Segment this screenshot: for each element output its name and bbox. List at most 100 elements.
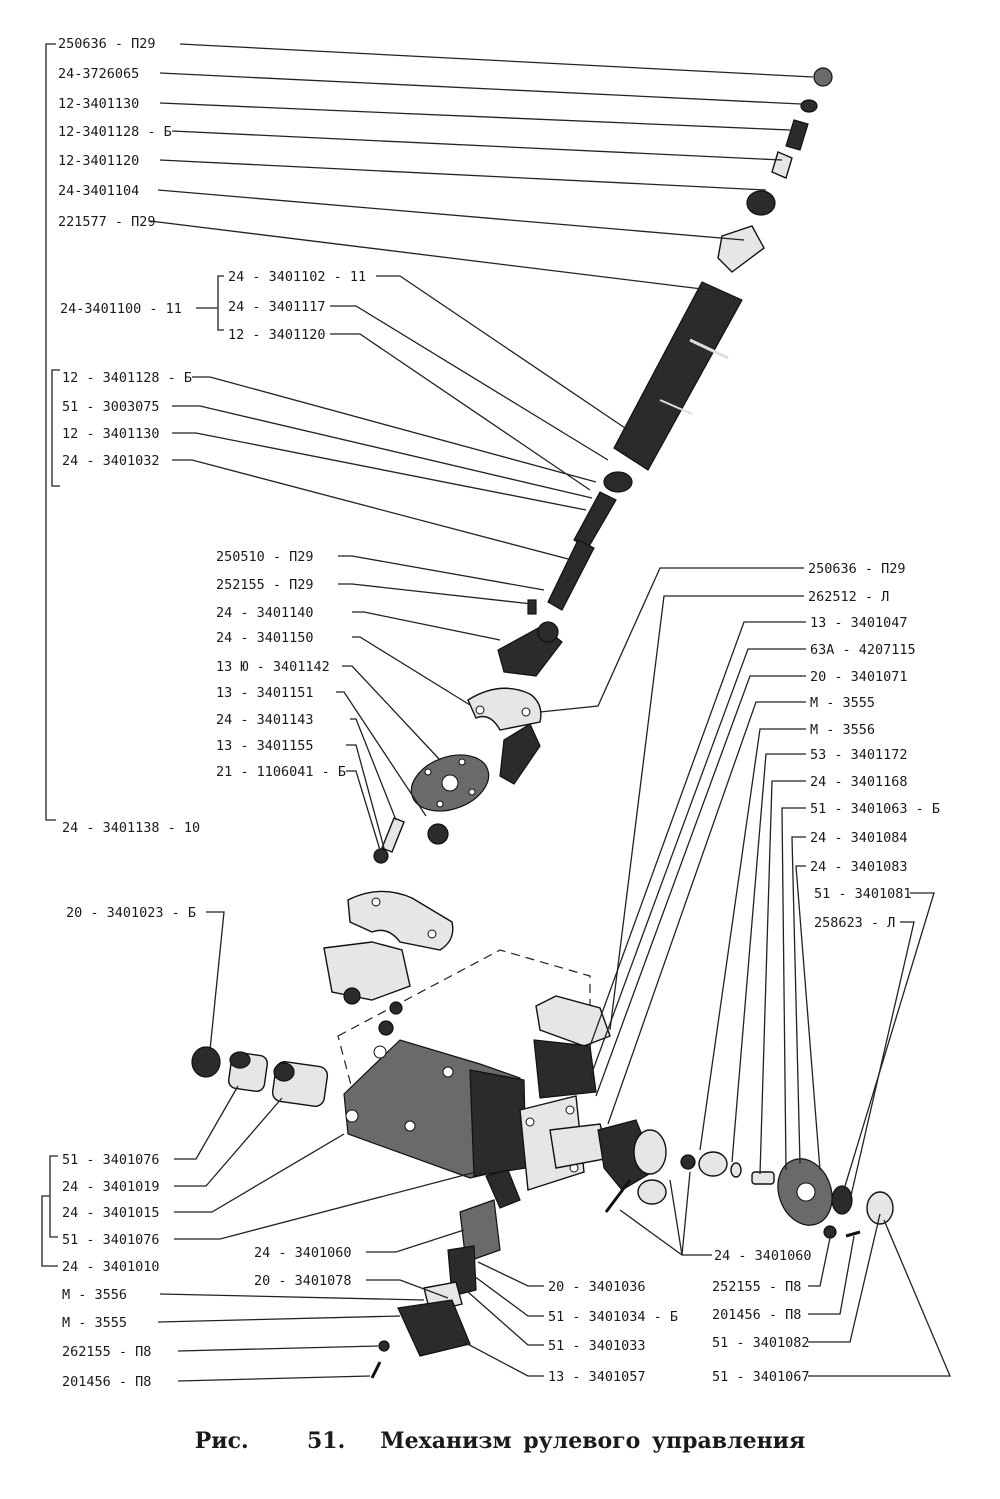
label-24-3401019: 24 - 3401019 [62, 1179, 160, 1195]
bushing-small-part [191, 1046, 221, 1078]
label-258623-l: 258623 - Л [814, 915, 895, 931]
label-13-3401151: 13 - 3401151 [216, 685, 314, 701]
label-24-3401032: 24 - 3401032 [62, 453, 160, 469]
label-53-3401172: 53 - 3401172 [810, 747, 908, 763]
label-51-3401081: 51 - 3401081 [814, 886, 912, 902]
label-201456-p8-right: 201456 - П8 [712, 1307, 801, 1323]
steering-shaft [547, 281, 743, 611]
label-21-1106041-b: 21 - 1106041 - Б [216, 764, 346, 780]
bearing-part [785, 119, 809, 151]
label-24-3401104: 24-3401104 [58, 183, 139, 199]
bolt-part [527, 599, 537, 615]
label-column-assembly: 24 - 3401138 - 10 [62, 820, 200, 836]
label-24-3401150: 24 - 3401150 [216, 630, 314, 646]
label-12-3401130: 12-3401130 [58, 96, 139, 112]
label-12-3401128-b-lower: 12 - 3401128 - Б [62, 370, 192, 386]
top-bearing-part [533, 1039, 597, 1099]
labels-lower-shaft: 12 - 3401128 - Б 51 - 3003075 12 - 34011… [62, 370, 192, 469]
label-24-3401060-right: 24 - 3401060 [714, 1248, 812, 1264]
sector-shaft-parts [370, 1169, 521, 1379]
label-12-3401128-b: 12-3401128 - Б [58, 124, 172, 140]
label-252155-p29: 252155 - П29 [216, 577, 314, 593]
labels-bottom-right: 24 - 3401060 252155 - П8 201456 - П8 51 … [712, 1248, 812, 1385]
label-51-3401076-a: 51 - 3401076 [62, 1152, 160, 1168]
figure-title: Механизм рулевого управления [380, 1428, 806, 1454]
figure-prefix: Рис. [194, 1428, 249, 1454]
label-250636-p29: 250636 - П29 [58, 36, 156, 52]
label-51-3401033: 51 - 3401033 [548, 1338, 646, 1354]
label-51-3401063-b: 51 - 3401063 - Б [810, 801, 940, 817]
label-m-3555-right: М - 3555 [810, 695, 875, 711]
label-shaft-group: 24-3401100 - 11 [60, 301, 182, 317]
label-12-3401120-sub: 12 - 3401120 [228, 327, 326, 343]
labels-joint-group: 250510 - П29 252155 - П29 24 - 3401140 2… [216, 549, 346, 780]
label-24-3401168: 24 - 3401168 [810, 774, 908, 790]
label-13yu-3401142: 13 Ю - 3401142 [216, 659, 330, 675]
label-262155-p8: 262155 - П8 [62, 1344, 151, 1360]
label-51-3401034-b: 51 - 3401034 - Б [548, 1309, 678, 1325]
figure-caption: Рис. 51. Механизм рулевого управления [0, 1428, 1000, 1454]
label-m-3556-right: М - 3556 [810, 722, 875, 738]
label-24-3401015: 24 - 3401015 [62, 1205, 160, 1221]
label-221577-p29: 221577 - П29 [58, 214, 156, 230]
label-250510-p29: 250510 - П29 [216, 549, 314, 565]
label-20-3401071: 20 - 3401071 [810, 669, 908, 685]
bushings [191, 1046, 329, 1107]
label-24-3401140: 24 - 3401140 [216, 605, 314, 621]
labels-bottom-center: 24 - 3401060 20 - 3401078 [254, 1245, 352, 1289]
shaft-spline-part [573, 491, 617, 549]
label-51-3003075: 51 - 3003075 [62, 399, 160, 415]
gear-bearing-part [637, 1179, 667, 1205]
label-m-3555-left: М - 3555 [62, 1315, 127, 1331]
cross-part [499, 723, 541, 785]
top-cover-part [535, 995, 611, 1047]
housing-cover-part [347, 890, 454, 951]
labels-upper-column: 250636 - П29 24-3726065 12-3401130 12-34… [58, 36, 172, 230]
label-63a-4207115: 63А - 4207115 [810, 642, 916, 658]
shaft-tube-part [613, 281, 743, 471]
label-201456-p8-left: 201456 - П8 [62, 1374, 151, 1390]
bracket-part [323, 941, 411, 1001]
shaft-ring-part [603, 471, 633, 493]
labels-right-group: 250636 - П29 262512 - Л 13 - 3401047 63А… [808, 561, 940, 931]
label-24-3401060-center: 24 - 3401060 [254, 1245, 352, 1261]
label-250636-p29-right: 250636 - П29 [808, 561, 906, 577]
label-51-3401082: 51 - 3401082 [712, 1335, 810, 1351]
label-24-3726065: 24-3726065 [58, 66, 139, 82]
shaft-lower-part [547, 539, 595, 611]
label-252155-p8: 252155 - П8 [712, 1279, 801, 1295]
bearing-cone-part [771, 151, 793, 179]
plate-part [467, 687, 542, 731]
gearbox-housing [337, 949, 611, 1191]
gear-ring-part [633, 1129, 667, 1175]
cardan-joint-parts [373, 599, 563, 864]
label-24-3401010: 24 - 3401010 [62, 1259, 160, 1275]
bushing-part [746, 190, 776, 216]
label-12-3401120: 12-3401120 [58, 153, 139, 169]
label-13-3401057: 13 - 3401057 [548, 1369, 646, 1385]
labels-bottom-mid: 20 - 3401036 51 - 3401034 - Б 51 - 34010… [548, 1279, 678, 1385]
housing-top-parts [323, 890, 454, 1036]
label-20-3401078: 20 - 3401078 [254, 1273, 352, 1289]
label-13-3401047: 13 - 3401047 [810, 615, 908, 631]
labels-bottom-left: М - 3556 М - 3555 262155 - П8 201456 - П… [62, 1287, 151, 1390]
labels-shaft-subparts: 24 - 3401102 - 11 24 - 3401117 12 - 3401… [228, 269, 366, 343]
label-24-3401117: 24 - 3401117 [228, 299, 326, 315]
worm-shaft-parts [549, 1119, 894, 1239]
column-bearing-part [717, 225, 765, 273]
label-24-3401143: 24 - 3401143 [216, 712, 314, 728]
upper-column-parts [717, 67, 833, 273]
label-24-3401083: 24 - 3401083 [810, 859, 908, 875]
label-20-3401023-b: 20 - 3401023 - Б [66, 905, 196, 921]
label-20-3401036: 20 - 3401036 [548, 1279, 646, 1295]
washer-part [800, 99, 818, 113]
brackets [41, 43, 224, 1267]
leader-lines [149, 43, 951, 1382]
grease-fitting-part [381, 817, 405, 853]
labels-housing-group: 51 - 3401076 24 - 3401019 24 - 3401015 5… [62, 1152, 160, 1248]
end-cap-part [866, 1191, 894, 1225]
bottom-cover-part [397, 1299, 471, 1357]
label-51-3401067: 51 - 3401067 [712, 1369, 810, 1385]
label-51-3401076-b: 51 - 3401076 [62, 1232, 160, 1248]
